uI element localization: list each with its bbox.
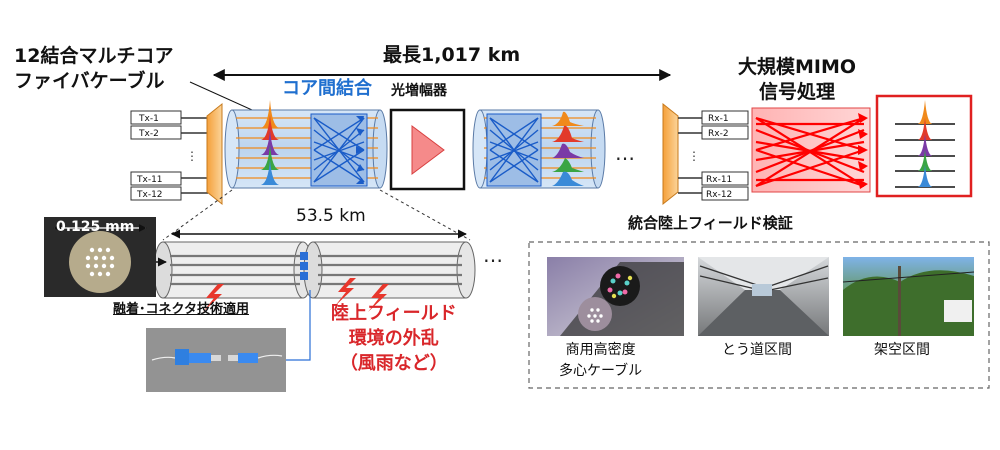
cable-title: 12結合マルチコア ファイバケーブル bbox=[14, 44, 173, 94]
rx-label: Rx-12 bbox=[706, 190, 732, 200]
splice-technology-label: 融着･コネクタ技術適用 bbox=[113, 302, 249, 317]
ellipsis-link: … bbox=[615, 141, 635, 165]
tx-label: Tx-12 bbox=[136, 190, 163, 200]
max-distance-label: 最長1,017 km bbox=[383, 44, 521, 66]
span-length-label: 53.5 km bbox=[296, 206, 366, 226]
tx-label: Tx-11 bbox=[136, 175, 163, 185]
cable-title-line2: ファイバケーブル bbox=[14, 70, 165, 92]
svg-text:⋮: ⋮ bbox=[186, 149, 198, 163]
fan-out-device bbox=[662, 102, 679, 206]
photo-caption-aerial: 架空区間 bbox=[874, 340, 930, 361]
rx-port-box bbox=[701, 125, 749, 140]
disturbance-line2: 環境の外乱 bbox=[348, 328, 439, 349]
photo-caption-line2: 多心ケーブル bbox=[559, 363, 643, 379]
connector-link-line bbox=[286, 290, 311, 361]
fiber-diameter-label: 0.125 mm bbox=[56, 219, 135, 235]
field-verification-title: 統合陸上フィールド検証 bbox=[628, 214, 793, 232]
photo-caption-line1: 商用高密度 bbox=[565, 342, 636, 358]
svg-text:⋮: ⋮ bbox=[688, 149, 700, 163]
disturbance-bolts bbox=[203, 278, 389, 312]
disturbance-line1: 陸上フィールド bbox=[331, 303, 457, 324]
cable-title-line1: 12結合マルチコア bbox=[14, 45, 174, 67]
amplifier-label: 光増幅器 bbox=[391, 83, 447, 99]
fan-in-device bbox=[206, 102, 223, 206]
expanded-fiber-cable bbox=[153, 241, 476, 299]
photo-caption-tunnel: とう道区間 bbox=[722, 340, 792, 361]
core-coupling-block-2 bbox=[486, 113, 542, 187]
rx-label: Rx-11 bbox=[706, 175, 732, 185]
optical-amplifier bbox=[389, 108, 466, 191]
photo-aerial bbox=[842, 257, 975, 336]
tx-port-group: ⋮ bbox=[130, 110, 208, 201]
tx-label: Tx-2 bbox=[138, 129, 159, 139]
spectrum-peaks-input bbox=[261, 100, 279, 185]
field-disturbance-label: 陸上フィールド 環境の外乱 （風雨など） bbox=[331, 301, 457, 376]
rx-label: Rx-2 bbox=[708, 129, 729, 139]
core-coupling-block-1 bbox=[310, 113, 368, 187]
disturbance-line3: （風雨など） bbox=[339, 353, 448, 374]
connector-photo bbox=[146, 328, 286, 392]
mimo-line1: 大規模MIMO bbox=[738, 56, 857, 78]
rx-label: Rx-1 bbox=[708, 114, 729, 124]
tx-label: Tx-1 bbox=[138, 114, 159, 124]
zoom-line-right bbox=[379, 189, 471, 241]
core-coupling-label: コア間結合 bbox=[282, 78, 372, 99]
zoom-line-left bbox=[162, 189, 233, 241]
mimo-label: 大規模MIMO 信号処理 bbox=[738, 55, 856, 105]
mimo-line2: 信号処理 bbox=[759, 81, 836, 103]
photo-tunnel bbox=[698, 257, 829, 336]
photo-caption-line1: とう道区間 bbox=[722, 342, 792, 358]
rx-port-box bbox=[701, 110, 749, 125]
photo-caption-line1: 架空区間 bbox=[874, 342, 930, 358]
rx-port-box bbox=[701, 186, 749, 201]
photo-caption-commercial-cable: 商用高密度 多心ケーブル bbox=[559, 340, 642, 382]
rx-port-box bbox=[701, 171, 749, 186]
ellipsis-cable: … bbox=[483, 243, 503, 267]
fiber-cross-section-photo bbox=[44, 217, 167, 297]
mimo-processor bbox=[751, 107, 871, 193]
spectrum-peaks-output bbox=[552, 111, 584, 186]
recovered-signals bbox=[875, 94, 973, 198]
rx-port-group: ⋮ bbox=[678, 110, 749, 201]
photo-commercial-cable bbox=[547, 257, 684, 336]
field-verification-box bbox=[528, 241, 990, 389]
